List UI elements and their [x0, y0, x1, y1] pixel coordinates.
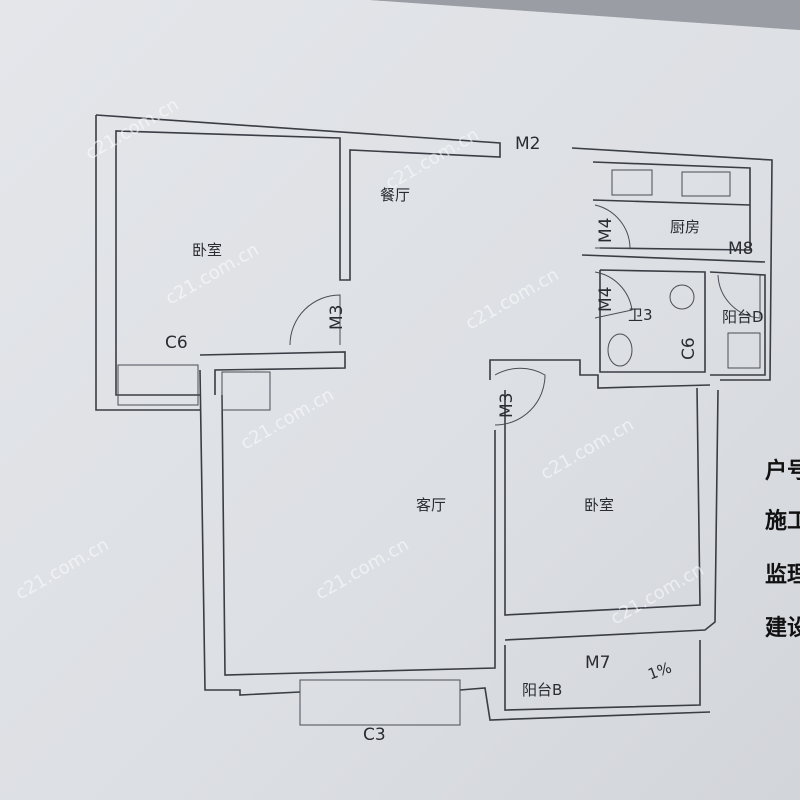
basin-icon: [669, 284, 695, 310]
window-c6: [117, 364, 199, 406]
side-text: 户号: [765, 458, 800, 484]
door-m4-top: [594, 204, 631, 249]
side-text: 施工: [765, 508, 800, 534]
opening-codes: M2 M3 M3 C6 C6 M4 M4 M8 M7 C3 1%: [165, 134, 753, 745]
room-label: 阳台D: [722, 308, 764, 326]
code-label: M3: [497, 393, 517, 418]
room-label: 卫3: [628, 306, 653, 324]
code-label: M3: [327, 305, 347, 330]
walls: [95, 114, 773, 726]
washer-icon: [727, 332, 761, 369]
side-info: 户号 施工 监理 建设: [765, 458, 800, 641]
code-label: C3: [363, 725, 386, 745]
toilet-icon: [607, 333, 633, 367]
paper-shadow: [370, 0, 800, 30]
code-label: C6: [679, 337, 699, 360]
door-m8: [717, 274, 761, 319]
door-m3-right: [494, 367, 546, 426]
side-text: 建设: [765, 616, 800, 641]
window-c3: [299, 679, 461, 726]
room-labels: 卧室 餐厅 客厅 卧室 厨房 卫3 阳台D 阳台B: [192, 186, 764, 699]
code-label: M2: [515, 134, 540, 154]
room-label: 客厅: [416, 496, 446, 514]
code-label: M7: [585, 653, 610, 673]
stove-icon: [681, 171, 731, 197]
door-m4-bottom: [594, 271, 633, 319]
room-label: 卧室: [192, 241, 222, 259]
code-label: M8: [728, 239, 753, 259]
room-label: 餐厅: [380, 186, 410, 204]
code-label: M4: [596, 287, 616, 312]
side-text: 监理: [765, 562, 800, 588]
code-label: M4: [596, 218, 616, 243]
sink-icon: [611, 169, 653, 196]
room-label: 卧室: [584, 496, 614, 514]
door-m3-left: [289, 294, 341, 346]
fridge-icon: [221, 371, 271, 411]
room-label: 阳台B: [522, 681, 562, 699]
room-label: 厨房: [670, 218, 700, 236]
code-label: C6: [165, 333, 188, 353]
